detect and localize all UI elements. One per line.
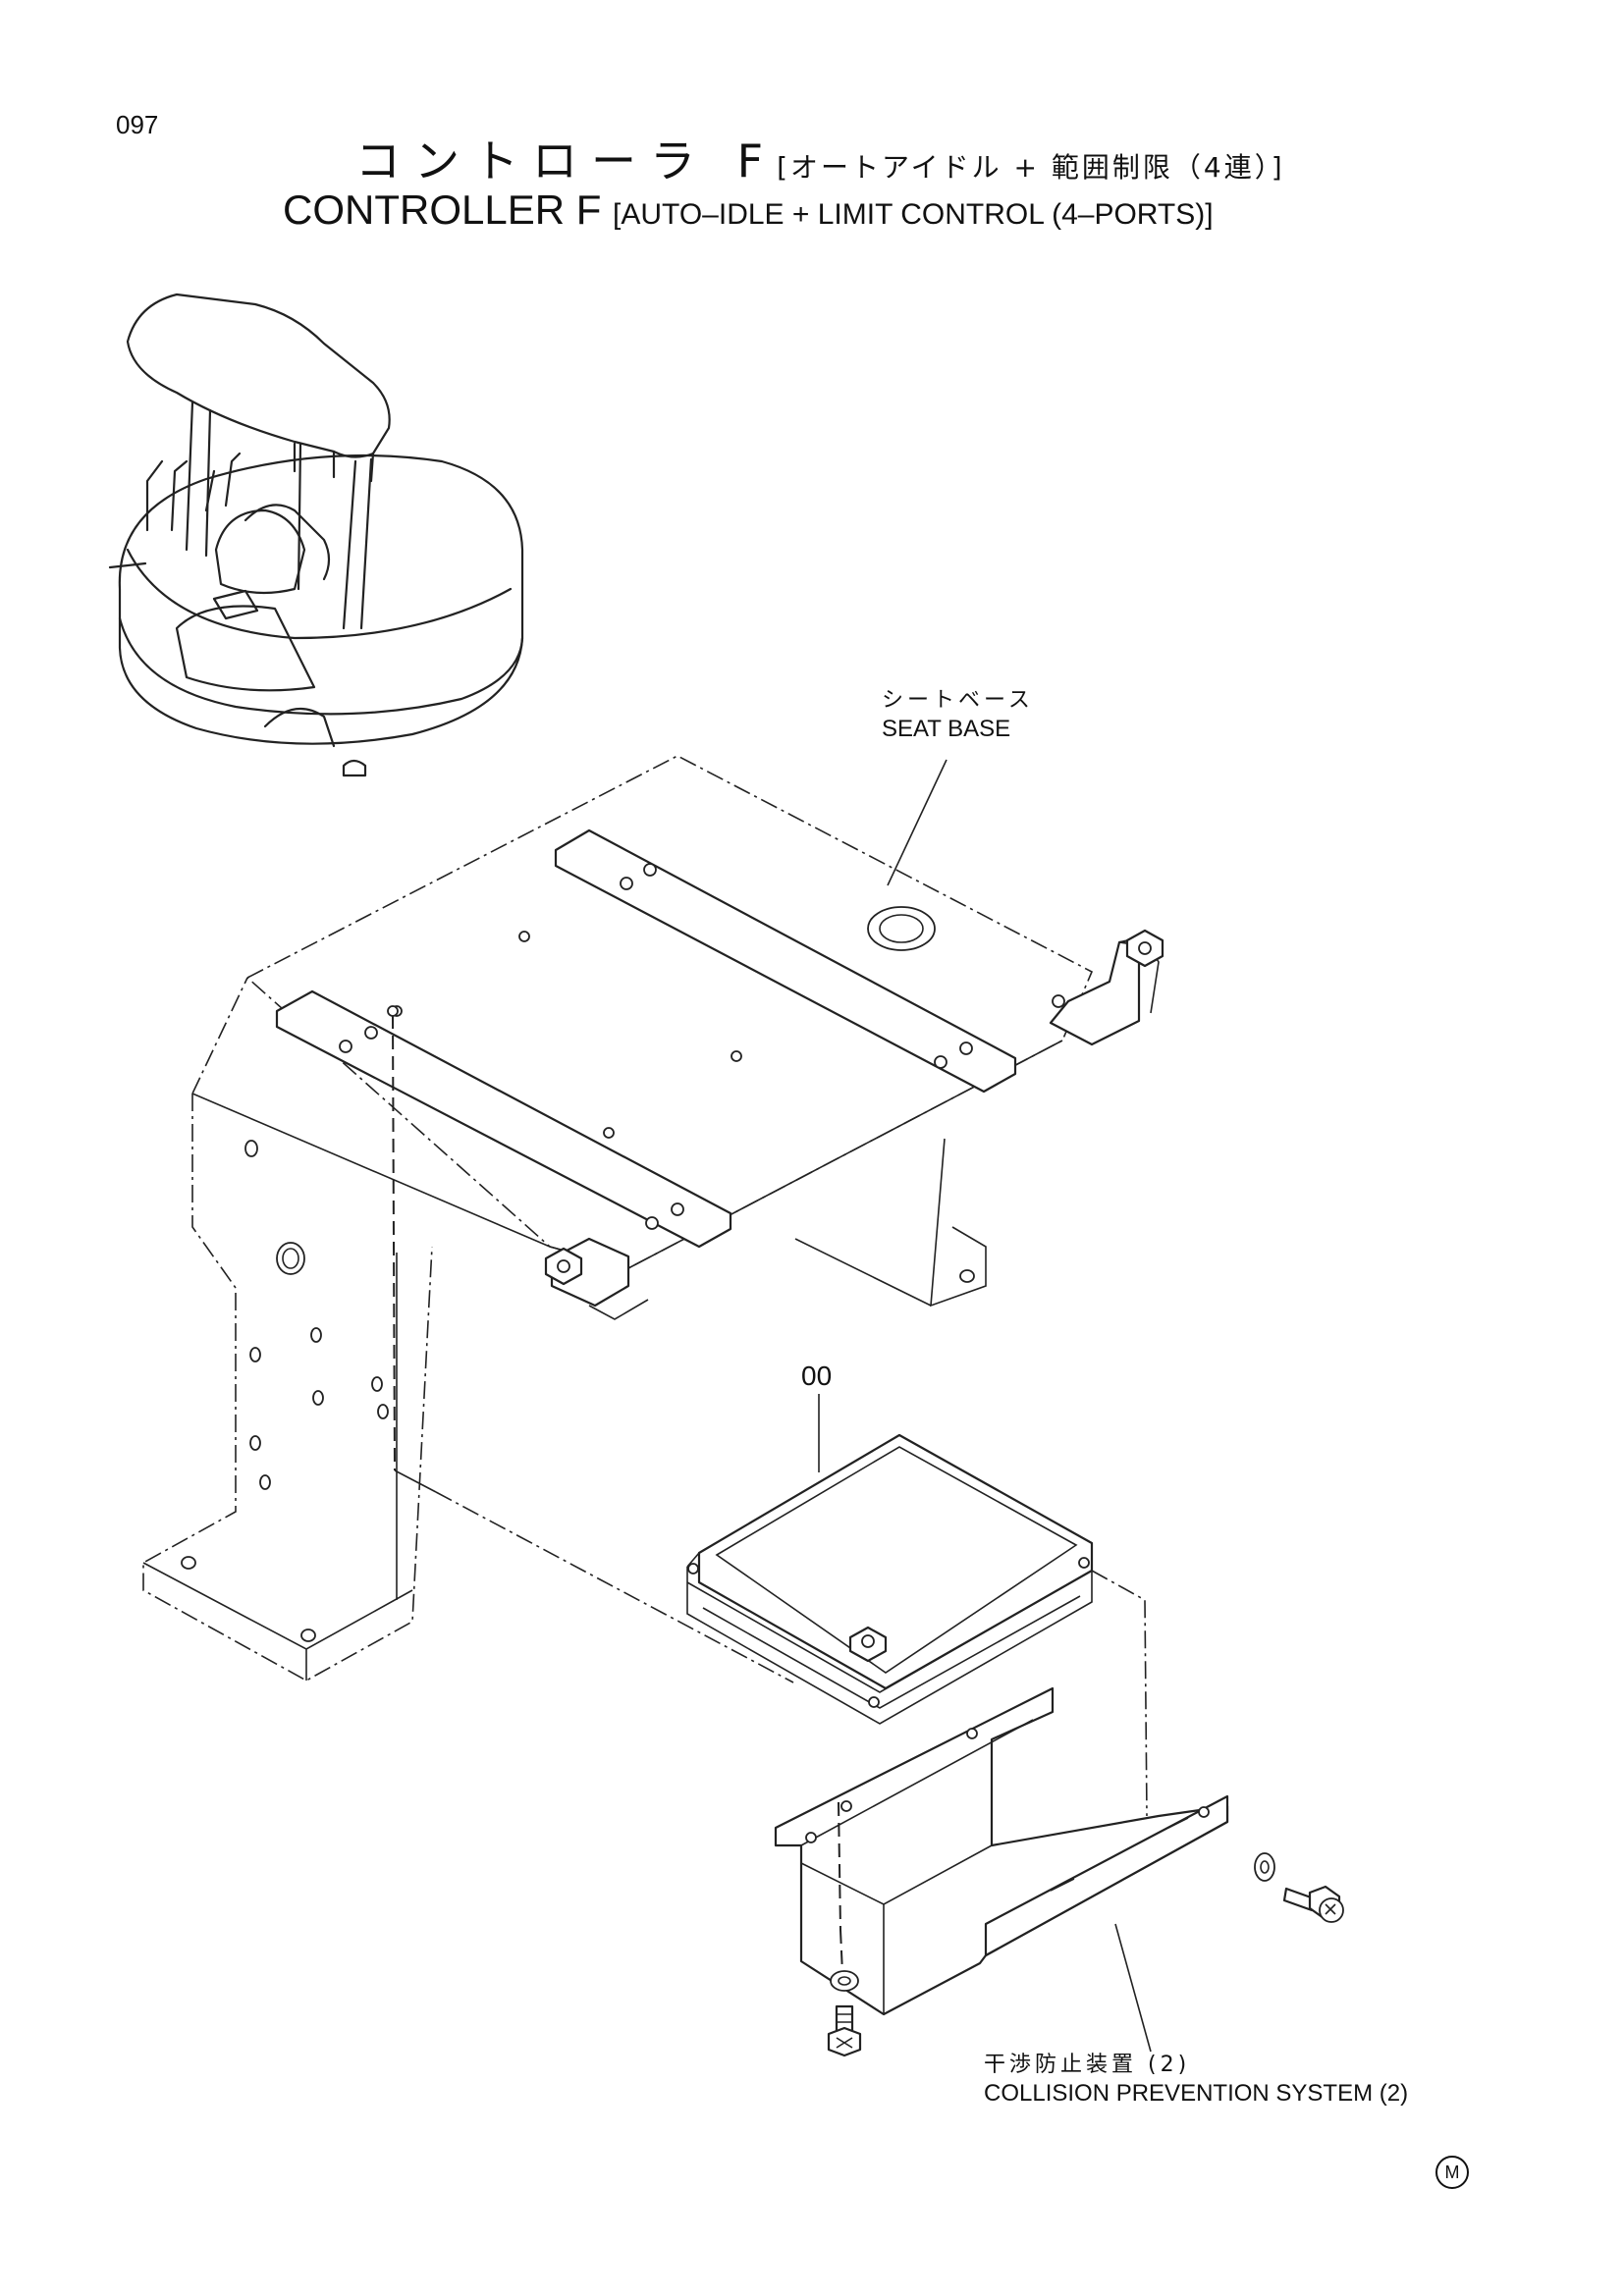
- title-english-main: CONTROLLER F: [283, 187, 602, 233]
- title-english: CONTROLLER F [AUTO–IDLE + LIMIT CONTROL …: [283, 187, 1214, 234]
- title-japanese: コントローラ F[オートアイドル + 範囲制限（4連）]: [355, 126, 1285, 190]
- washer-icon: [830, 1852, 1275, 1992]
- title-japanese-sub: [オートアイドル + 範囲制限（4連）]: [777, 151, 1285, 184]
- controller-unit-drawing: [435, 1394, 1148, 1817]
- title-english-sub: [AUTO–IDLE + LIMIT CONTROL (4–PORTS)]: [613, 198, 1214, 231]
- title-japanese-main: コントローラ F: [355, 134, 778, 187]
- collision-label: 干渉防止装置 (2) COLLISION PREVENTION SYSTEM (…: [984, 2052, 1408, 2109]
- page-number: 097: [116, 110, 159, 139]
- bolt-icon: [827, 1885, 1344, 2057]
- collision-label-jp: 干渉防止装置 (2): [984, 2053, 1191, 2077]
- seat-base-label: シートベース SEAT BASE: [882, 687, 1034, 744]
- excavator-overview-icon: [108, 293, 524, 777]
- m-mark: M: [1435, 2156, 1469, 2189]
- seat-base-label-en: SEAT BASE: [882, 715, 1011, 742]
- collision-label-en: COLLISION PREVENTION SYSTEM (2): [984, 2079, 1409, 2107]
- seat-base-leader: [887, 759, 947, 886]
- bracket-drawing: [774, 1686, 1229, 2053]
- controller-callout: 00: [801, 1361, 833, 1391]
- seat-base-label-jp: シートベース: [882, 688, 1034, 713]
- seat-base-drawing: [142, 755, 1164, 1682]
